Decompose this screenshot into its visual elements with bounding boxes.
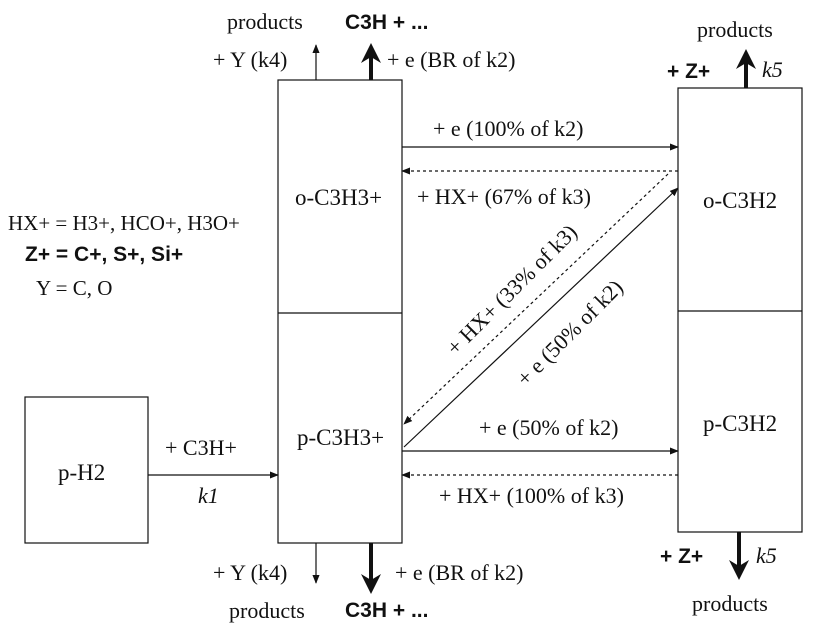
c3h3-box [277, 79, 403, 544]
node-p-c3h2: p-C3H2 [703, 411, 778, 436]
label-products-bottom-left: products [229, 598, 305, 623]
arrow-hx-33 [403, 173, 669, 425]
label-e-100: + e (100% of k2) [433, 116, 584, 141]
label-hx-100: + HX+ (100% of k3) [439, 483, 624, 508]
label-y-k4-bottom: + Y (k4) [213, 560, 288, 585]
node-p-c3h3: p-C3H3+ [297, 425, 385, 450]
label-y-k4-top: + Y (k4) [213, 47, 288, 72]
c3h2-box [677, 87, 803, 533]
node-p-h2: p-H2 [58, 460, 106, 485]
label-c3h-plus: + C3H+ [165, 435, 237, 460]
label-products-top-right: products [697, 17, 773, 42]
legend-y: Y = C, O [36, 276, 113, 300]
node-o-c3h3: o-C3H3+ [295, 185, 383, 210]
label-e-50-horiz: + e (50% of k2) [479, 415, 619, 440]
label-k5-bottom: k5 [756, 543, 777, 568]
label-c3h-bottom: C3H + ... [345, 599, 429, 622]
node-o-c3h2: o-C3H2 [703, 188, 778, 213]
label-products-top-left: products [227, 9, 303, 34]
arrow-e-50-diag [403, 187, 679, 448]
legend-hx: HX+ = H3+, HCO+, H3O+ [8, 211, 240, 235]
label-products-bottom-right: products [692, 591, 768, 616]
label-e-br-top: + e (BR of k2) [387, 47, 516, 72]
label-c3h-top: C3H + ... [345, 11, 429, 34]
p-h2-box [24, 396, 149, 544]
label-k1: k1 [198, 483, 219, 508]
label-z-bottom: + Z+ [660, 545, 704, 568]
label-k5-top: k5 [762, 57, 783, 82]
label-hx-67: + HX+ (67% of k3) [417, 184, 591, 209]
legend-z: Z+ = C+, S+, Si+ [25, 243, 184, 266]
label-e-br-bottom: + e (BR of k2) [395, 560, 524, 585]
label-z-top: + Z+ [667, 60, 711, 83]
